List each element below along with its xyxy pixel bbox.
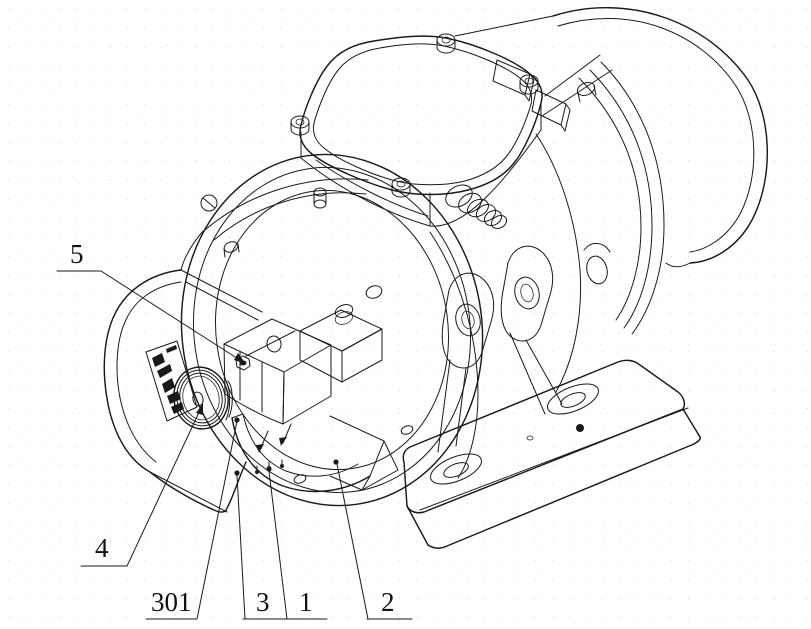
callout-4: 4 bbox=[80, 403, 203, 567]
callout-2: 2 bbox=[333, 459, 413, 620]
cover-bolt bbox=[290, 115, 310, 136]
scale-cover bbox=[231, 413, 399, 493]
cover-bolt bbox=[391, 177, 411, 198]
callout-5: 5 bbox=[56, 239, 246, 364]
front-flange-ring bbox=[180, 153, 484, 507]
rear-dome-cover bbox=[454, 6, 769, 268]
callout-3: 3 bbox=[234, 470, 328, 620]
callout-1: 1 bbox=[266, 466, 313, 620]
callout-2-label: 2 bbox=[381, 587, 395, 617]
scale-needle bbox=[256, 430, 269, 453]
cable-gland bbox=[445, 184, 508, 229]
base bbox=[402, 359, 701, 549]
front-cover bbox=[103, 269, 263, 513]
base-bolt bbox=[576, 424, 584, 432]
callout-3-label: 3 bbox=[256, 587, 270, 617]
cover-bolt bbox=[436, 33, 456, 54]
callout-1-label: 1 bbox=[299, 587, 313, 617]
callout-4-label: 4 bbox=[95, 533, 109, 563]
shaft-cap bbox=[173, 366, 233, 430]
callout-5-label: 5 bbox=[70, 239, 84, 269]
scale-needle bbox=[279, 423, 292, 446]
callout-301-label: 301 bbox=[151, 587, 192, 617]
nameplate bbox=[145, 340, 198, 422]
rear-flange-ring bbox=[541, 54, 665, 335]
callout-301: 301 bbox=[145, 417, 240, 620]
motor-housing bbox=[180, 133, 611, 479]
callouts: 5 4 301 3 1 2 bbox=[56, 239, 413, 620]
eccentric-weight-blocks bbox=[223, 309, 383, 425]
terminal-box bbox=[290, 33, 571, 229]
flange-screw bbox=[200, 194, 218, 212]
